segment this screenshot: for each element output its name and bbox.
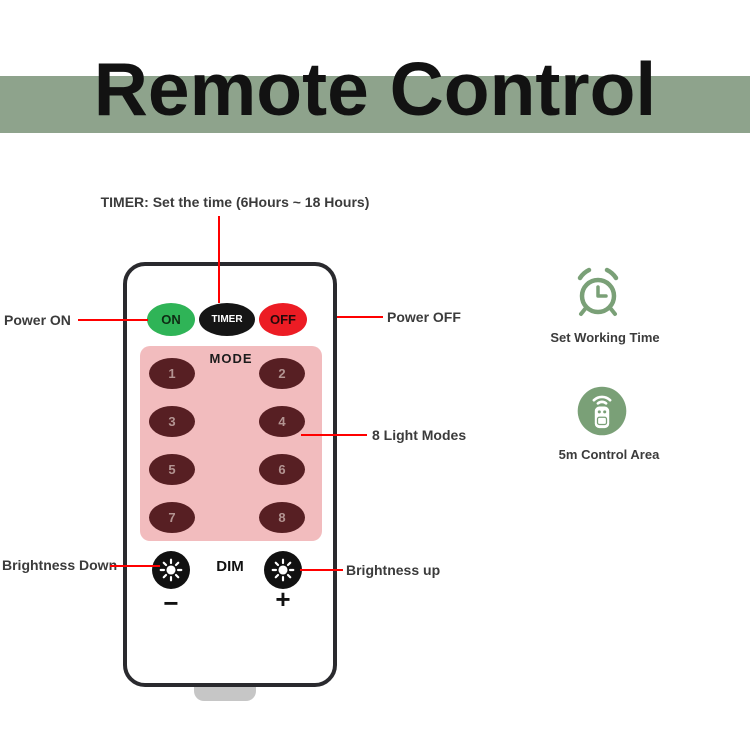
power-off-callout-line bbox=[337, 316, 383, 318]
dim-label: DIM bbox=[216, 558, 244, 575]
sun-icon bbox=[271, 558, 295, 582]
mode-panel: MODE 1 2 3 4 5 6 7 8 bbox=[140, 346, 322, 541]
remote-bottom-tab bbox=[194, 684, 256, 701]
mode-button-3: 3 bbox=[149, 406, 195, 437]
mode-button-6: 6 bbox=[259, 454, 305, 485]
brightness-down-annotation: Brightness Down bbox=[2, 557, 118, 573]
timer-callout-line bbox=[218, 216, 220, 303]
brightness-up-button bbox=[264, 551, 302, 589]
brightness-up-annotation: Brightness up bbox=[346, 562, 441, 578]
remote-control: ON TIMER OFF MODE 1 2 3 4 5 6 7 8 bbox=[123, 262, 337, 687]
power-on-callout-line bbox=[78, 319, 148, 321]
mode-button-8: 8 bbox=[259, 502, 305, 533]
off-button: OFF bbox=[259, 303, 307, 336]
sun-icon bbox=[159, 558, 183, 582]
mode-button-7: 7 bbox=[149, 502, 195, 533]
remote-signal-icon bbox=[577, 386, 627, 436]
alarm-clock-icon bbox=[577, 267, 619, 316]
timer-annotation: TIMER: Set the time (6Hours ~ 18 Hours) bbox=[100, 194, 370, 210]
mode-label: MODE bbox=[209, 351, 253, 366]
on-button: ON bbox=[147, 303, 195, 336]
mode-button-1: 1 bbox=[149, 358, 195, 389]
minus-sign: − bbox=[163, 588, 179, 618]
title-band bbox=[0, 76, 750, 133]
control-area-label: 5m Control Area bbox=[558, 447, 660, 462]
page-title: Remote Control bbox=[93, 47, 657, 131]
set-working-time-label: Set Working Time bbox=[550, 330, 660, 345]
light-modes-annotation: 8 Light Modes bbox=[372, 427, 467, 443]
mode-button-4: 4 bbox=[259, 406, 305, 437]
power-off-annotation: Power OFF bbox=[387, 309, 461, 325]
power-on-annotation: Power ON bbox=[4, 312, 71, 328]
plus-sign: + bbox=[275, 584, 291, 614]
light-modes-callout-line bbox=[301, 434, 367, 436]
timer-button: TIMER bbox=[199, 303, 255, 336]
mode-button-5: 5 bbox=[149, 454, 195, 485]
mode-button-2: 2 bbox=[259, 358, 305, 389]
brightness-down-callout-line bbox=[110, 565, 160, 567]
brightness-up-callout-line bbox=[300, 569, 343, 571]
brightness-down-button bbox=[152, 551, 190, 589]
